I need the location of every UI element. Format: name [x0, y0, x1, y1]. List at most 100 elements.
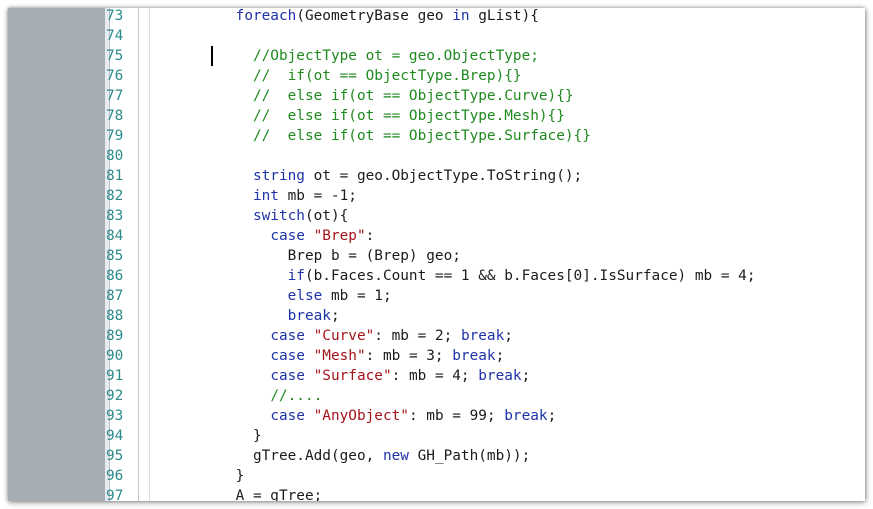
code-token-kw: in	[452, 8, 470, 24]
code-token-plain: : mb = 2;	[374, 328, 461, 344]
code-token-plain: mb = -1;	[278, 188, 357, 204]
code-line[interactable]: 84 case "Brep":	[8, 226, 865, 246]
code-line[interactable]: 97 A = gTree;	[8, 486, 865, 501]
code-line[interactable]: 96 }	[8, 466, 865, 486]
line-number: 87	[106, 288, 124, 304]
code-line[interactable]: 86 if(b.Faces.Count == 1 && b.Faces[0].I…	[8, 266, 865, 286]
code-token-comment: //ObjectType ot = geo.ObjectType;	[252, 48, 539, 64]
code-token-kw: int	[252, 188, 279, 204]
code-indent	[201, 488, 236, 501]
line-number: 89	[106, 328, 124, 344]
code-line[interactable]: 83 switch(ot){	[8, 206, 865, 226]
code-token-kw: if	[287, 268, 305, 284]
code-line[interactable]: 87 else mb = 1;	[8, 286, 865, 306]
code-token-comment: // else if(ot == ObjectType.Surface){}	[252, 128, 591, 144]
code-token-comment: // else if(ot == ObjectType.Curve){}	[252, 88, 574, 104]
code-line[interactable]: 80	[8, 146, 865, 166]
code-line[interactable]: 94 }	[8, 426, 865, 446]
code-line[interactable]: 93 case "AnyObject": mb = 99; break;	[8, 406, 865, 426]
code-text: else mb = 1;	[201, 286, 392, 306]
code-token-kw: switch	[252, 208, 305, 224]
text-caret	[211, 46, 213, 66]
line-number: 73	[106, 8, 124, 24]
code-token-kw: break	[287, 308, 331, 324]
code-line[interactable]: 79 // else if(ot == ObjectType.Surface){…	[8, 126, 865, 146]
line-number: 94	[106, 428, 124, 444]
code-token-str: "Mesh"	[313, 348, 366, 364]
code-line[interactable]: 74	[8, 26, 865, 46]
code-line[interactable]: 82 int mb = -1;	[8, 186, 865, 206]
code-token-plain: GH_Path(mb));	[408, 448, 531, 464]
code-token-kw: case	[270, 408, 305, 424]
code-text: switch(ot){	[201, 206, 348, 226]
code-token-str: "Brep"	[313, 228, 366, 244]
code-line[interactable]: 95 gTree.Add(geo, new GH_Path(mb));	[8, 446, 865, 466]
code-token-plain: ;	[547, 408, 557, 424]
line-number: 75	[106, 48, 124, 64]
code-text: case "Curve": mb = 2; break;	[201, 326, 513, 346]
code-line[interactable]: 90 case "Mesh": mb = 3; break;	[8, 346, 865, 366]
code-indent	[201, 188, 253, 204]
line-number: 85	[106, 248, 124, 264]
line-number: 76	[106, 68, 124, 84]
code-token-plain: ;	[504, 328, 513, 344]
code-line[interactable]: 75 //ObjectType ot = geo.ObjectType;	[8, 46, 865, 66]
code-token-plain: (b.Faces.Count == 1 && b.Faces[0].IsSurf…	[304, 268, 756, 284]
code-token-comment: // if(ot == ObjectType.Brep){}	[252, 68, 522, 84]
line-number: 86	[106, 268, 124, 284]
code-indent	[201, 348, 270, 364]
code-line[interactable]: 73 foreach(GeometryBase geo in gList){	[8, 8, 865, 26]
code-indent	[201, 328, 270, 344]
line-number: 81	[106, 168, 124, 184]
code-line[interactable]: 78 // else if(ot == ObjectType.Mesh){}	[8, 106, 865, 126]
code-token-plain: (ot){	[304, 208, 349, 224]
code-line[interactable]: 89 case "Curve": mb = 2; break;	[8, 326, 865, 346]
code-token-plain	[305, 348, 314, 364]
line-number-gutter	[110, 8, 139, 501]
code-text: }	[201, 466, 245, 486]
line-number: 80	[106, 148, 124, 164]
code-token-plain: : mb = 4;	[391, 368, 479, 384]
line-number: 79	[106, 128, 124, 144]
code-indent	[201, 208, 253, 224]
code-indent	[201, 428, 253, 444]
code-token-kw: case	[270, 368, 305, 384]
code-text: break;	[201, 306, 340, 326]
code-line[interactable]: 85 Brep b = (Brep) geo;	[8, 246, 865, 266]
code-token-plain: gList){	[469, 8, 539, 24]
code-text: gTree.Add(geo, new GH_Path(mb));	[201, 446, 530, 466]
code-indent	[201, 48, 253, 64]
code-text-area[interactable]: 73 foreach(GeometryBase geo in gList){ 74…	[8, 8, 865, 501]
code-token-plain: :	[365, 228, 375, 244]
code-line[interactable]: 92 //....	[8, 386, 865, 406]
code-token-kw: foreach	[235, 8, 297, 24]
code-text: int mb = -1;	[201, 186, 357, 206]
code-line[interactable]: 76 // if(ot == ObjectType.Brep){}	[8, 66, 865, 86]
code-text: A = gTree;	[201, 486, 323, 501]
code-line[interactable]: 81 string ot = geo.ObjectType.ToString()…	[8, 166, 865, 186]
code-token-plain: : mb = 3;	[365, 348, 453, 364]
code-token-plain	[305, 408, 314, 424]
selection-margin[interactable]	[105, 8, 110, 501]
code-indent	[201, 68, 253, 84]
code-indent	[201, 8, 236, 24]
code-line[interactable]: 77 // else if(ot == ObjectType.Curve){}	[8, 86, 865, 106]
code-token-kw: case	[270, 328, 305, 344]
code-text: Brep b = (Brep) geo;	[201, 246, 461, 266]
line-number: 74	[106, 28, 124, 44]
code-token-kw: new	[382, 448, 409, 464]
code-token-str: "AnyObject"	[313, 408, 409, 424]
code-token-kw: break	[452, 348, 496, 364]
code-line[interactable]: 88 break;	[8, 306, 865, 326]
line-number: 78	[106, 108, 124, 124]
line-number: 82	[106, 188, 124, 204]
line-number: 91	[106, 368, 124, 384]
code-text: //ObjectType ot = geo.ObjectType;	[201, 46, 539, 66]
code-line[interactable]: 91 case "Surface": mb = 4; break;	[8, 366, 865, 386]
line-number: 95	[106, 448, 124, 464]
code-indent	[201, 468, 236, 484]
code-indent	[201, 228, 270, 244]
code-indent	[201, 268, 288, 284]
code-token-kw: string	[252, 168, 305, 184]
code-text: if(b.Faces.Count == 1 && b.Faces[0].IsSu…	[201, 266, 756, 286]
